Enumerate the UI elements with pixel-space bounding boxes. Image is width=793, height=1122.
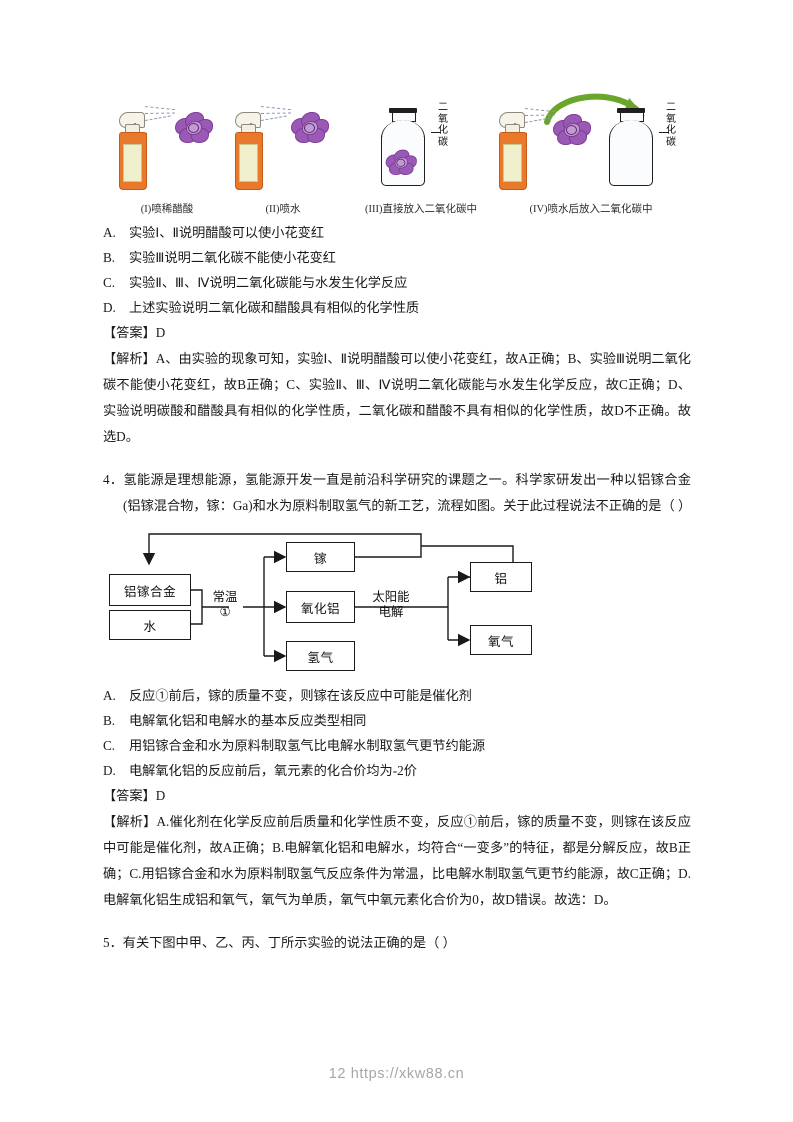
option-letter: D. <box>103 300 116 315</box>
page-content: (I)喷稀醋酸 <box>103 88 691 956</box>
experiment-iv: 二氧化碳 (IV)喷水后放入二氧化碳中 <box>495 88 687 216</box>
option-row: C. 用铝镓合金和水为原料制取氢气比电解水制取氢气更节约能源 <box>103 733 691 758</box>
gas-jar-icon <box>377 108 429 188</box>
option-letter: D. <box>103 763 116 778</box>
option-letter: B. <box>103 713 116 728</box>
option-letter: C. <box>103 738 116 753</box>
question5-stem: 5．有关下图中甲、乙、丙、丁所示实验的说法正确的是（ ） <box>103 935 456 950</box>
flow-label-room-temperature: 常温 ① <box>207 590 243 620</box>
experiment-iii-illustration: 二氧化碳 <box>345 88 497 190</box>
question3-answer: 【答案】D <box>103 325 166 340</box>
question4-stem: 4．氢能源是理想能源，氢能源开发一直是前沿科学研究的课题之一。科学家研发出一种以… <box>103 472 692 513</box>
jar-label-carbon-dioxide: 二氧化碳 <box>666 102 676 148</box>
option-text: 电解氧化铝和电解水的基本反应类型相同 <box>129 713 367 728</box>
experiment-ii-illustration <box>227 88 339 190</box>
experiment-figure-row: (I)喷稀醋酸 <box>103 88 691 216</box>
option-text: 实验Ⅲ说明二氧化碳不能使小花变红 <box>129 250 336 265</box>
spray-bottle-icon <box>117 110 151 190</box>
option-letter: B. <box>103 250 116 265</box>
experiment-i: (I)喷稀醋酸 <box>111 88 223 216</box>
flow-label-line2: ① <box>219 605 231 619</box>
flow-label-solar-electrolysis: 太阳能 电解 <box>361 590 421 620</box>
jar-label-carbon-dioxide: 二氧化碳 <box>438 102 448 148</box>
option-text: 反应①前后，镓的质量不变，则镓在该反应中可能是催化剂 <box>129 688 472 703</box>
flow-label-line1: 太阳能 <box>372 590 410 604</box>
option-row: A. 实验Ⅰ、Ⅱ说明醋酸可以使小花变红 <box>103 220 691 245</box>
option-row: D. 电解氧化铝的反应前后，氧元素的化合价均为-2价 <box>103 758 691 783</box>
option-text: 实验Ⅰ、Ⅱ说明醋酸可以使小花变红 <box>129 225 325 240</box>
question3-analysis: 【解析】A、由实验的现象可知，实验Ⅰ、Ⅱ说明醋酸可以使小花变红，故A正确；B、实… <box>103 351 691 444</box>
experiment-i-caption: (I)喷稀醋酸 <box>140 204 194 215</box>
experiment-ii: (II)喷水 <box>227 88 339 216</box>
flow-box-label: 铝 <box>494 571 508 586</box>
option-letter: A. <box>103 688 116 703</box>
gas-jar-icon <box>605 108 657 188</box>
option-letter: A. <box>103 225 116 240</box>
option-row: B. 实验Ⅲ说明二氧化碳不能使小花变红 <box>103 245 691 270</box>
purple-flower-icon <box>551 112 591 146</box>
question4-answer: 【答案】D <box>103 788 166 803</box>
purple-flower-icon <box>289 110 329 144</box>
question4-options: A. 反应①前后，镓的质量不变，则镓在该反应中可能是催化剂 B. 电解氧化铝和电解水… <box>103 683 691 783</box>
option-text: 电解氧化铝的反应前后，氧元素的化合价均为-2价 <box>129 763 417 778</box>
experiment-iv-illustration: 二氧化碳 <box>495 88 687 190</box>
option-letter: C. <box>103 275 116 290</box>
option-row: D. 上述实验说明二氧化碳和醋酸具有相似的化学性质 <box>103 295 691 320</box>
flow-box-label: 铝镓合金 <box>123 584 177 599</box>
experiment-iii-caption: (III)直接放入二氧化碳中 <box>365 204 477 215</box>
flow-box-label: 氧化铝 <box>300 601 341 616</box>
flow-label-line1: 常温 <box>212 590 238 604</box>
option-text: 用铝镓合金和水为原料制取氢气比电解水制取氢气更节约能源 <box>129 738 486 753</box>
hydrogen-process-flowchart: 铝镓合金 水 常温 ① 镓 氧化铝 氢气 太阳能 电解 <box>103 528 691 674</box>
option-text: 上述实验说明二氧化碳和醋酸具有相似的化学性质 <box>129 300 420 315</box>
flow-box-label: 氧气 <box>487 634 515 649</box>
flow-box-oxygen-gas: 氧气 <box>470 625 532 655</box>
flow-box-aluminum: 铝 <box>470 562 532 592</box>
spray-bottle-icon <box>233 110 267 190</box>
flow-box-hydrogen-gas: 氢气 <box>286 641 355 671</box>
flow-box-gallium: 镓 <box>286 542 355 572</box>
purple-flower-icon <box>173 110 213 144</box>
flow-box-label: 镓 <box>313 551 328 566</box>
flow-box-aluminum-gallium-alloy: 铝镓合金 <box>109 574 191 606</box>
question4-analysis: 【解析】A.催化剂在化学反应前后质量和化学性质不变，反应①前后，镓的质量不变，则… <box>103 814 691 907</box>
flow-box-alumina: 氧化铝 <box>286 591 355 623</box>
jar-leader-line <box>659 132 669 133</box>
option-row: C. 实验Ⅱ、Ⅲ、Ⅳ说明二氧化碳能与水发生化学反应 <box>103 270 691 295</box>
question3-options: A. 实验Ⅰ、Ⅱ说明醋酸可以使小花变红 B. 实验Ⅲ说明二氧化碳不能使小花变红 C.… <box>103 220 691 320</box>
flow-box-label: 水 <box>143 619 157 634</box>
flow-box-label: 氢气 <box>307 650 334 665</box>
experiment-iii: 二氧化碳 (III)直接放入二氧化碳中 <box>345 88 497 216</box>
flow-label-line2: 电解 <box>378 605 404 619</box>
option-text: 实验Ⅱ、Ⅲ、Ⅳ说明二氧化碳能与水发生化学反应 <box>129 275 408 290</box>
option-row: B. 电解氧化铝和电解水的基本反应类型相同 <box>103 708 691 733</box>
experiment-iv-caption: (IV)喷水后放入二氧化碳中 <box>529 204 653 215</box>
experiment-i-illustration <box>111 88 223 190</box>
page-footer-watermark: 12 https://xkw88.cn <box>328 1066 465 1082</box>
spray-bottle-icon <box>497 110 531 190</box>
flow-box-water: 水 <box>109 610 191 640</box>
jar-leader-line <box>431 132 441 133</box>
option-row: A. 反应①前后，镓的质量不变，则镓在该反应中可能是催化剂 <box>103 683 691 708</box>
purple-flower-icon <box>384 148 417 176</box>
experiment-ii-caption: (II)喷水 <box>265 204 301 215</box>
